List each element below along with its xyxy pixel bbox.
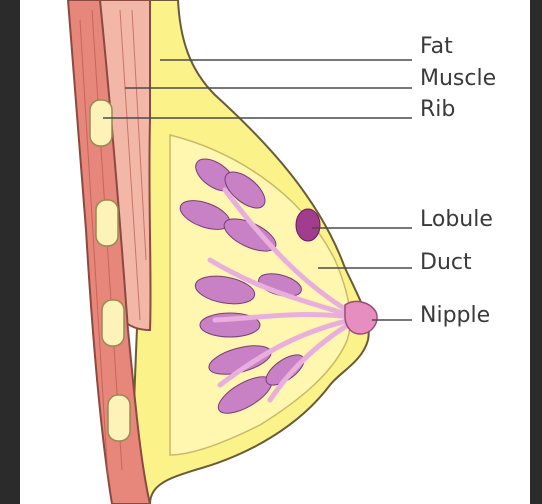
label-rib: Rib (420, 97, 455, 122)
highlighted-lobule (296, 209, 320, 241)
label-fat: Fat (420, 34, 453, 59)
nipple (345, 301, 377, 334)
label-nipple: Nipple (420, 303, 490, 328)
rib-3 (102, 300, 124, 346)
rib-2 (96, 200, 118, 246)
rib-4 (108, 395, 130, 441)
label-lobule: Lobule (420, 207, 493, 232)
label-duct: Duct (420, 250, 472, 275)
label-muscle: Muscle (420, 66, 496, 91)
rib-1 (90, 100, 112, 146)
